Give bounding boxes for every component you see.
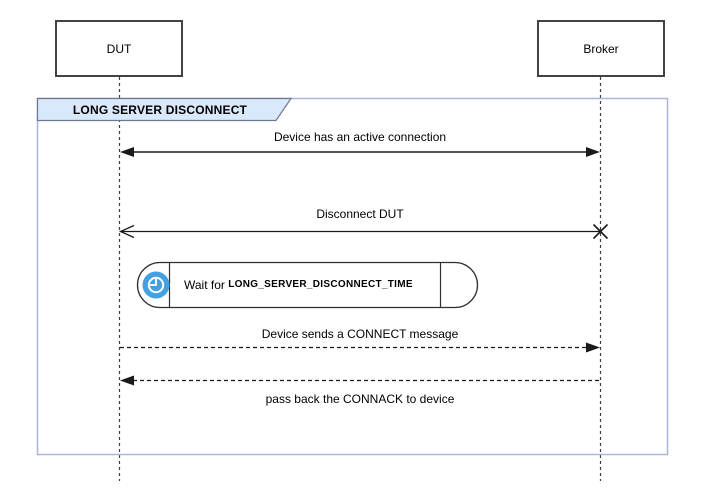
message-4-label: pass back the CONNACK to device bbox=[265, 392, 455, 406]
wait-pill bbox=[136, 261, 479, 309]
wait-note-label: Wait for LONG_SERVER_DISCONNECT_TIME bbox=[184, 262, 434, 307]
message-3-arrowhead bbox=[586, 342, 600, 353]
message-1-arrowhead-right bbox=[586, 147, 600, 157]
message-3-label: Device sends a CONNECT message bbox=[261, 327, 459, 341]
frame-border bbox=[36, 97, 669, 456]
actor-label-broker: Broker bbox=[583, 41, 619, 56]
message-2-cross-icon bbox=[592, 223, 609, 240]
message-1-arrowhead-left bbox=[120, 147, 134, 157]
message-2-open-arrowhead bbox=[118, 224, 135, 239]
actor-box-dut: DUT bbox=[55, 20, 183, 77]
message-2-label: Disconnect DUT bbox=[316, 207, 404, 221]
frame-header bbox=[36, 97, 293, 122]
wait-note-prefix: Wait for bbox=[184, 277, 229, 292]
frame-title: LONG SERVER DISCONNECT bbox=[72, 103, 248, 117]
wait-note-constant: LONG_SERVER_DISCONNECT_TIME bbox=[228, 279, 413, 290]
message-1-label: Device has an active connection bbox=[273, 130, 447, 144]
clock-icon bbox=[142, 271, 170, 299]
message-4-arrowhead bbox=[120, 375, 134, 386]
actor-box-broker: Broker bbox=[537, 20, 665, 77]
actor-label-dut: DUT bbox=[106, 41, 132, 56]
